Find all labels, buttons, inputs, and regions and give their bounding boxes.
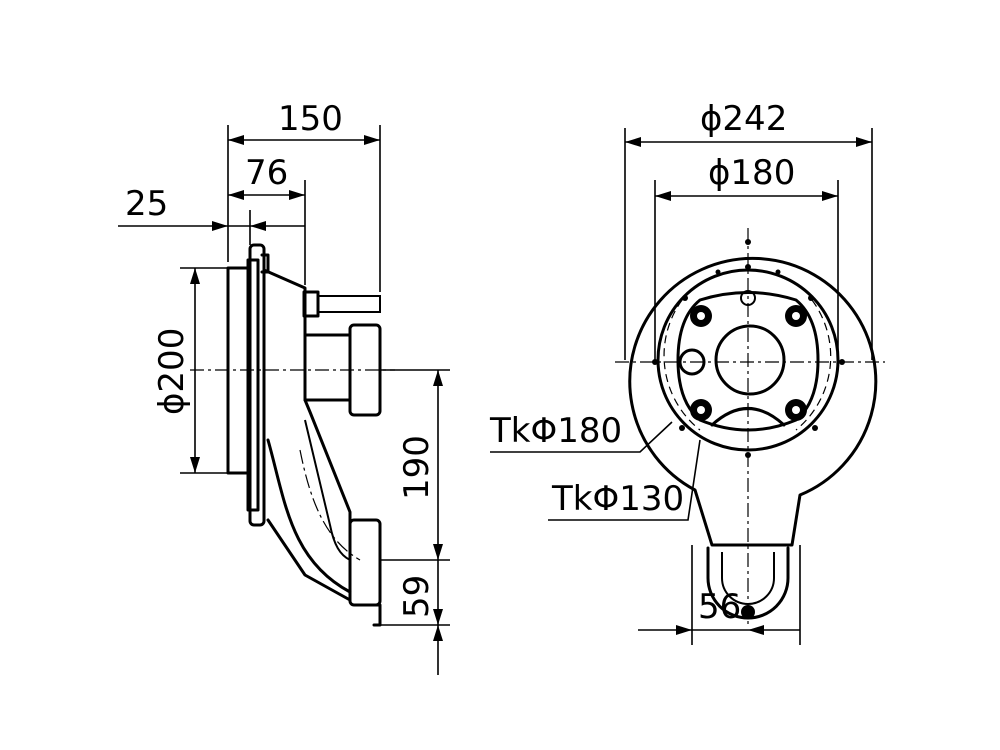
dim-phi242: ϕ242	[700, 99, 787, 139]
front-outer-body	[628, 256, 878, 547]
dim-phi200: ϕ200	[152, 328, 192, 415]
front-bolts	[690, 305, 807, 421]
side-dimensions	[118, 125, 450, 675]
side-lower-outlet	[348, 518, 382, 627]
front-center-bore	[714, 324, 786, 396]
front-dimensions	[490, 128, 873, 645]
side-housing	[262, 268, 352, 602]
dim-150: 150	[278, 99, 343, 139]
dim-tk180: TkΦ180	[489, 411, 622, 451]
dim-59: 59	[397, 575, 437, 618]
dim-tk130: TkΦ130	[551, 479, 684, 519]
side-stud	[302, 290, 381, 318]
front-view	[615, 228, 885, 625]
side-flange	[226, 243, 270, 527]
dim-25: 25	[125, 184, 168, 224]
side-view	[190, 243, 395, 627]
dim-56: 56	[698, 587, 741, 627]
dim-76: 76	[245, 153, 288, 193]
dim-phi180: ϕ180	[708, 153, 795, 193]
side-curved-pipe	[266, 438, 352, 594]
dim-190: 190	[397, 435, 437, 500]
